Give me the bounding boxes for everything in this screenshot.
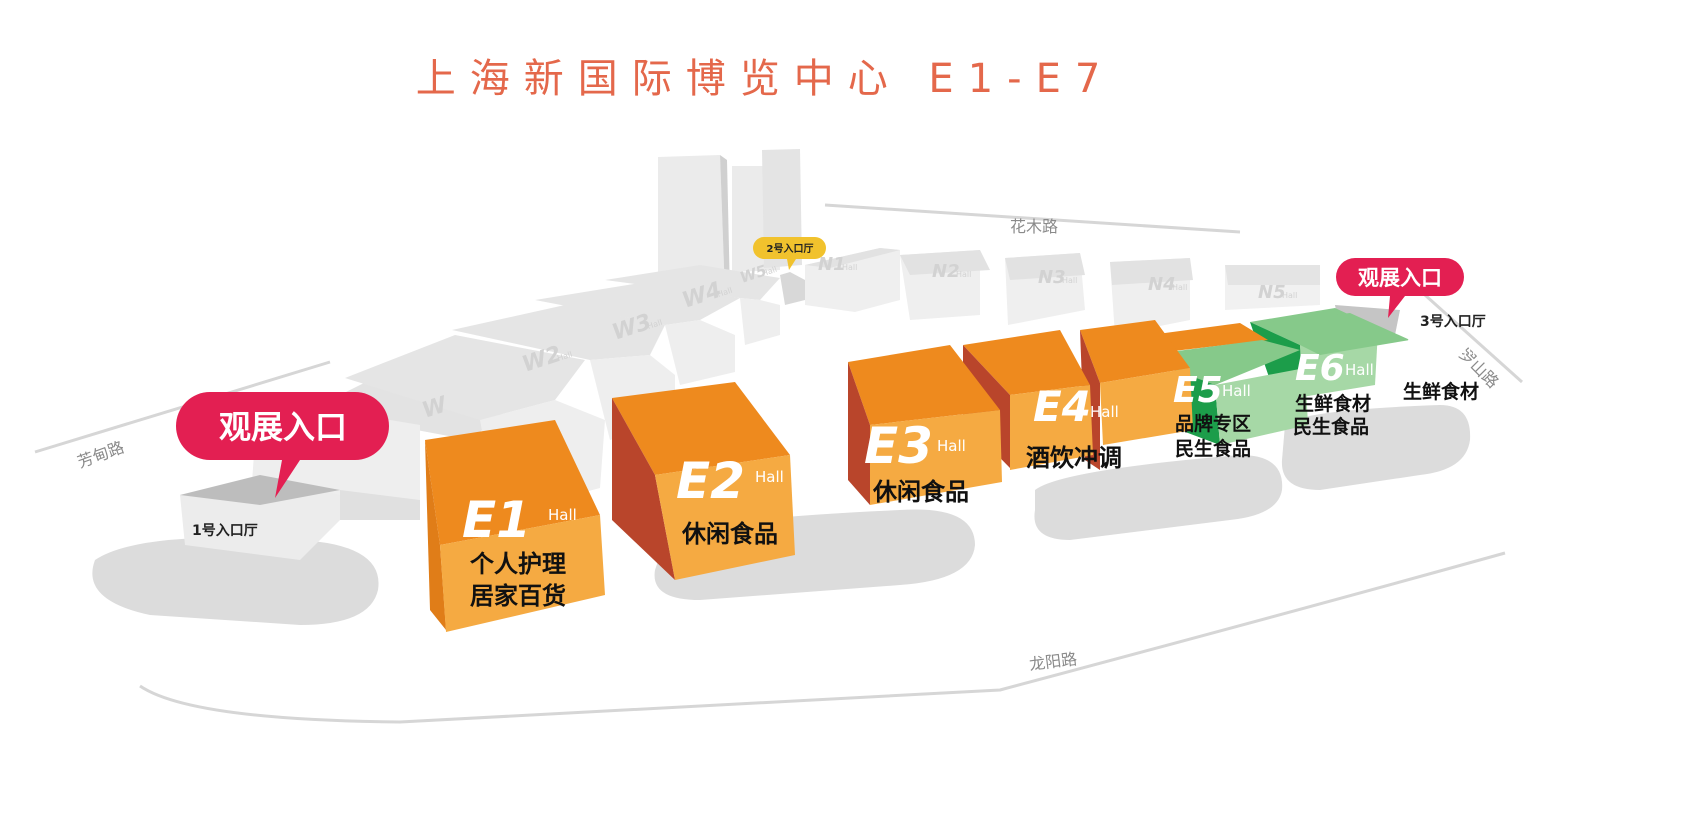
tower: [658, 155, 725, 300]
hall-category: 生鲜食材: [1403, 380, 1479, 403]
hall-label-e5: E5 Hall 品牌专区 民生食品: [1173, 370, 1251, 460]
hall-name: E4: [1033, 382, 1091, 431]
bubble-label: 观展入口: [1358, 266, 1442, 290]
speech-bubble-icon: [753, 237, 826, 270]
hall-category: 休闲食品: [681, 520, 778, 548]
parking-lot: [92, 537, 379, 625]
tower: [720, 155, 730, 295]
parking-lot: [1034, 455, 1283, 540]
hall-suffix: Hall: [1282, 291, 1297, 300]
hall-e2[interactable]: [612, 382, 795, 580]
hall-label-e1: E1 Hall 个人护理 居家百货: [462, 491, 577, 610]
hall-category: 个人护理: [470, 550, 566, 578]
bubble-label: 观展入口: [219, 408, 347, 446]
hall-label-e2: E2 Hall 休闲食品: [676, 452, 784, 548]
hall-suffix: Hall: [1090, 403, 1119, 421]
hall-e4[interactable]: [963, 330, 1093, 470]
map-title: 上海新国际博览中心 E1-E7: [416, 56, 1115, 102]
parking-areas: [92, 405, 1471, 625]
entrance2-bubble[interactable]: 2号入口厅: [753, 237, 826, 270]
entrance3-label: 3号入口厅: [1420, 314, 1486, 330]
north-halls: [805, 248, 1400, 335]
hall-label-e6: E6 Hall 生鲜食材 民生食品: [1293, 348, 1374, 438]
road-label-huamu: 花木路: [1010, 217, 1058, 236]
hall-category: 品牌专区: [1175, 412, 1251, 435]
entrance1-label: 1号入口厅: [192, 523, 258, 539]
hall-category: 休闲食品: [872, 478, 969, 506]
hall-label-n5: N5: [1258, 282, 1286, 303]
hall-suffix: Hall: [1222, 382, 1251, 400]
hall-name: E1: [462, 491, 531, 549]
hall-category: 居家百货: [470, 582, 566, 610]
hall-category: 民生食品: [1175, 437, 1251, 460]
hall-name: E7: [1403, 332, 1450, 372]
hall-suffix: Hall: [548, 506, 577, 524]
road-luoshan: [1423, 293, 1524, 384]
hall-name: E5: [1173, 370, 1223, 411]
hall-name: E2: [676, 452, 745, 510]
hall-suffix: Hall: [1172, 283, 1187, 292]
hall-category: 生鲜食材: [1295, 392, 1371, 415]
speech-bubble-icon: [176, 392, 389, 498]
hall-suffix: Hall: [755, 468, 784, 486]
hall-name: E6: [1295, 348, 1345, 389]
hall-label-e4: E4 Hall 酒饮冲调: [1026, 382, 1122, 472]
hall-e3[interactable]: [848, 345, 1002, 505]
hall-category: 民生食品: [1293, 415, 1369, 438]
hall-suffix: Hall: [937, 437, 966, 455]
hall-label-e7: E7 Hall 生鲜食材: [1403, 332, 1479, 403]
road-huamu: [824, 203, 1241, 234]
road-longyang: [139, 551, 1506, 724]
hall-label-e3: E3 Hall 休闲食品: [864, 417, 969, 506]
hall-suffix: Hall: [1345, 361, 1374, 379]
hall-e6[interactable]: [1162, 313, 1410, 445]
speech-bubble-icon: [1336, 258, 1464, 318]
parking-lot: [1281, 405, 1471, 490]
entrance-bubble-left[interactable]: 观展入口: [176, 392, 389, 498]
hall-label-n3: N3: [1038, 267, 1066, 288]
hall-suffix: Hall: [1447, 343, 1476, 361]
hall-name: E3: [864, 417, 933, 475]
hall-e1[interactable]: [425, 420, 605, 632]
hall-suffix: Hall: [956, 270, 971, 279]
hall-category: 酒饮冲调: [1026, 444, 1122, 472]
hall-label-n4: N4: [1148, 274, 1176, 295]
hall-label-n2: N2: [932, 261, 960, 282]
hall-label-n1: N1: [818, 254, 846, 275]
bubble-label: 2号入口厅: [767, 243, 814, 255]
hall-suffix: Hall: [1062, 276, 1077, 285]
hall-suffix: Hall: [842, 263, 857, 272]
road-label-fangdian: 芳甸路: [75, 437, 127, 471]
entrance-bubble-right[interactable]: 观展入口: [1336, 258, 1464, 318]
